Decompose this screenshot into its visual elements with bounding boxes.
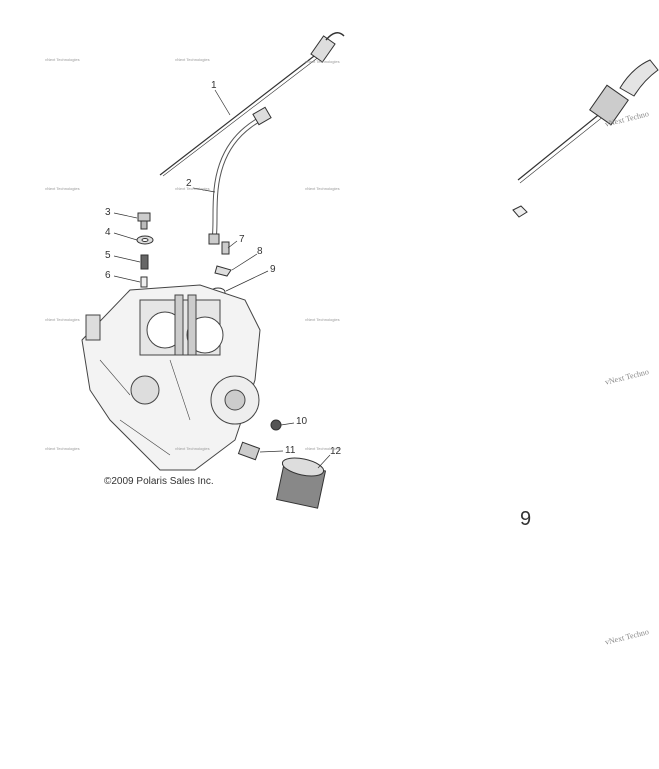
fitting-part xyxy=(221,241,230,255)
watermark: vNext Technologies xyxy=(45,186,80,191)
callout-6: 6 xyxy=(105,270,111,281)
watermark: vNext Technologies xyxy=(305,317,340,322)
detail-dipstick-part xyxy=(512,59,659,218)
watermark: vNext Technologies xyxy=(45,317,80,322)
callout-5: 5 xyxy=(105,250,111,261)
watermark: vNext Technologies xyxy=(305,446,340,451)
engine-block-part xyxy=(81,284,261,471)
watermark: vNext Technologies xyxy=(45,57,80,62)
callout-2: 2 xyxy=(186,178,192,189)
spring-part xyxy=(140,254,149,270)
callout-12: 12 xyxy=(330,446,342,457)
bolt-part xyxy=(137,212,151,230)
callout-9: 9 xyxy=(270,264,276,275)
pin-part xyxy=(140,276,148,288)
dipstick-tube-part xyxy=(208,106,272,245)
callout-11: 11 xyxy=(285,445,296,456)
watermark: vNext Technologies xyxy=(175,57,210,62)
callout-10: 10 xyxy=(296,416,308,427)
watermark: vNext Technologies xyxy=(175,186,210,191)
watermark: vNext Technologies xyxy=(175,446,210,451)
oil-filter-part xyxy=(275,457,327,509)
callout-4: 4 xyxy=(105,227,111,238)
watermark: vNext Technologies xyxy=(305,59,340,64)
watermark: vNext Technologies xyxy=(45,446,80,451)
callout-7: 7 xyxy=(239,234,245,245)
callout-8: 8 xyxy=(257,246,263,257)
watermark: vNext Technologies xyxy=(305,186,340,191)
callout-3: 3 xyxy=(105,207,111,218)
adapter-part xyxy=(237,441,261,461)
dipstick-part xyxy=(159,32,345,177)
callout-1: 1 xyxy=(211,80,217,91)
leader-lines xyxy=(113,89,331,469)
detail-label: 9 xyxy=(520,508,532,530)
drain-plug-part xyxy=(270,419,282,431)
clip-part xyxy=(214,265,232,277)
copyright-notice: ©2009 Polaris Sales Inc. xyxy=(104,476,214,487)
